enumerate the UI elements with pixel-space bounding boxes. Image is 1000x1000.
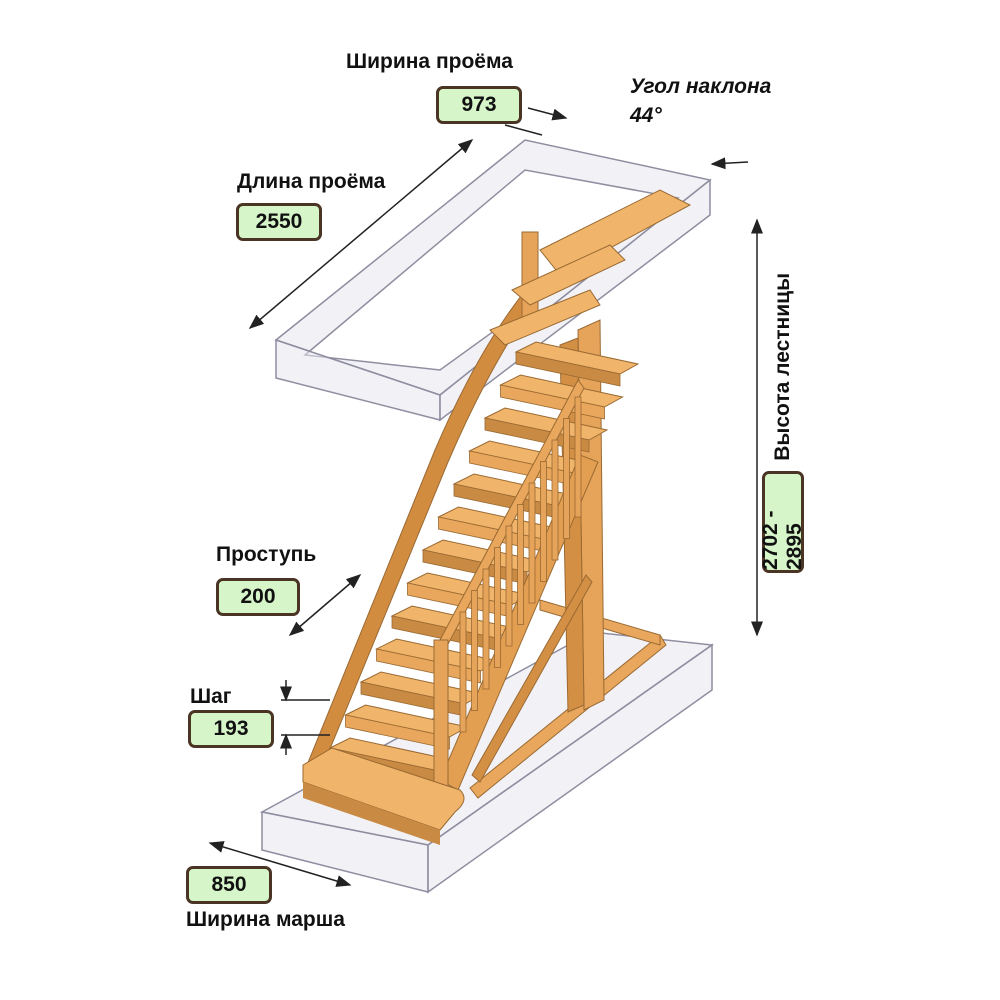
baluster	[517, 504, 524, 625]
step-label: Шаг	[190, 685, 232, 708]
flight-width-label: Ширина марша	[186, 908, 345, 931]
newel-posts	[433, 231, 539, 791]
baluster	[551, 439, 559, 561]
opening-length-value: 2550	[236, 203, 322, 241]
flight-width-value: 850	[186, 866, 272, 904]
upper-landing	[489, 189, 692, 346]
stair-height-label: Высота лестницы	[771, 273, 794, 461]
step-value: 193	[188, 710, 274, 748]
baluster	[574, 396, 582, 518]
tread-value: 200	[216, 578, 300, 616]
step-riser	[515, 351, 621, 387]
opening-length-label: Длина проёма	[237, 170, 386, 193]
baluster	[459, 611, 467, 733]
opening-width-value: 973	[436, 86, 522, 124]
balusters	[459, 396, 582, 733]
baluster	[528, 482, 536, 604]
baluster	[540, 461, 547, 582]
stair-height-value: 2702 - 2895	[759, 470, 806, 573]
dimension-lines	[208, 107, 763, 887]
step-riser	[345, 714, 450, 750]
baluster	[471, 590, 478, 711]
opening-width-label: Ширина проёма	[346, 50, 513, 73]
baluster	[494, 547, 501, 668]
slope-angle-value: 44°	[630, 104, 662, 127]
slope-angle-label: Угол наклона	[630, 75, 772, 98]
baluster	[563, 418, 570, 539]
base-step	[302, 747, 465, 845]
stair-height-group: 2702 - 2895 Высота лестницы	[759, 273, 807, 573]
baluster	[482, 568, 490, 690]
baluster	[505, 525, 513, 647]
tread-label: Проступь	[216, 543, 317, 566]
